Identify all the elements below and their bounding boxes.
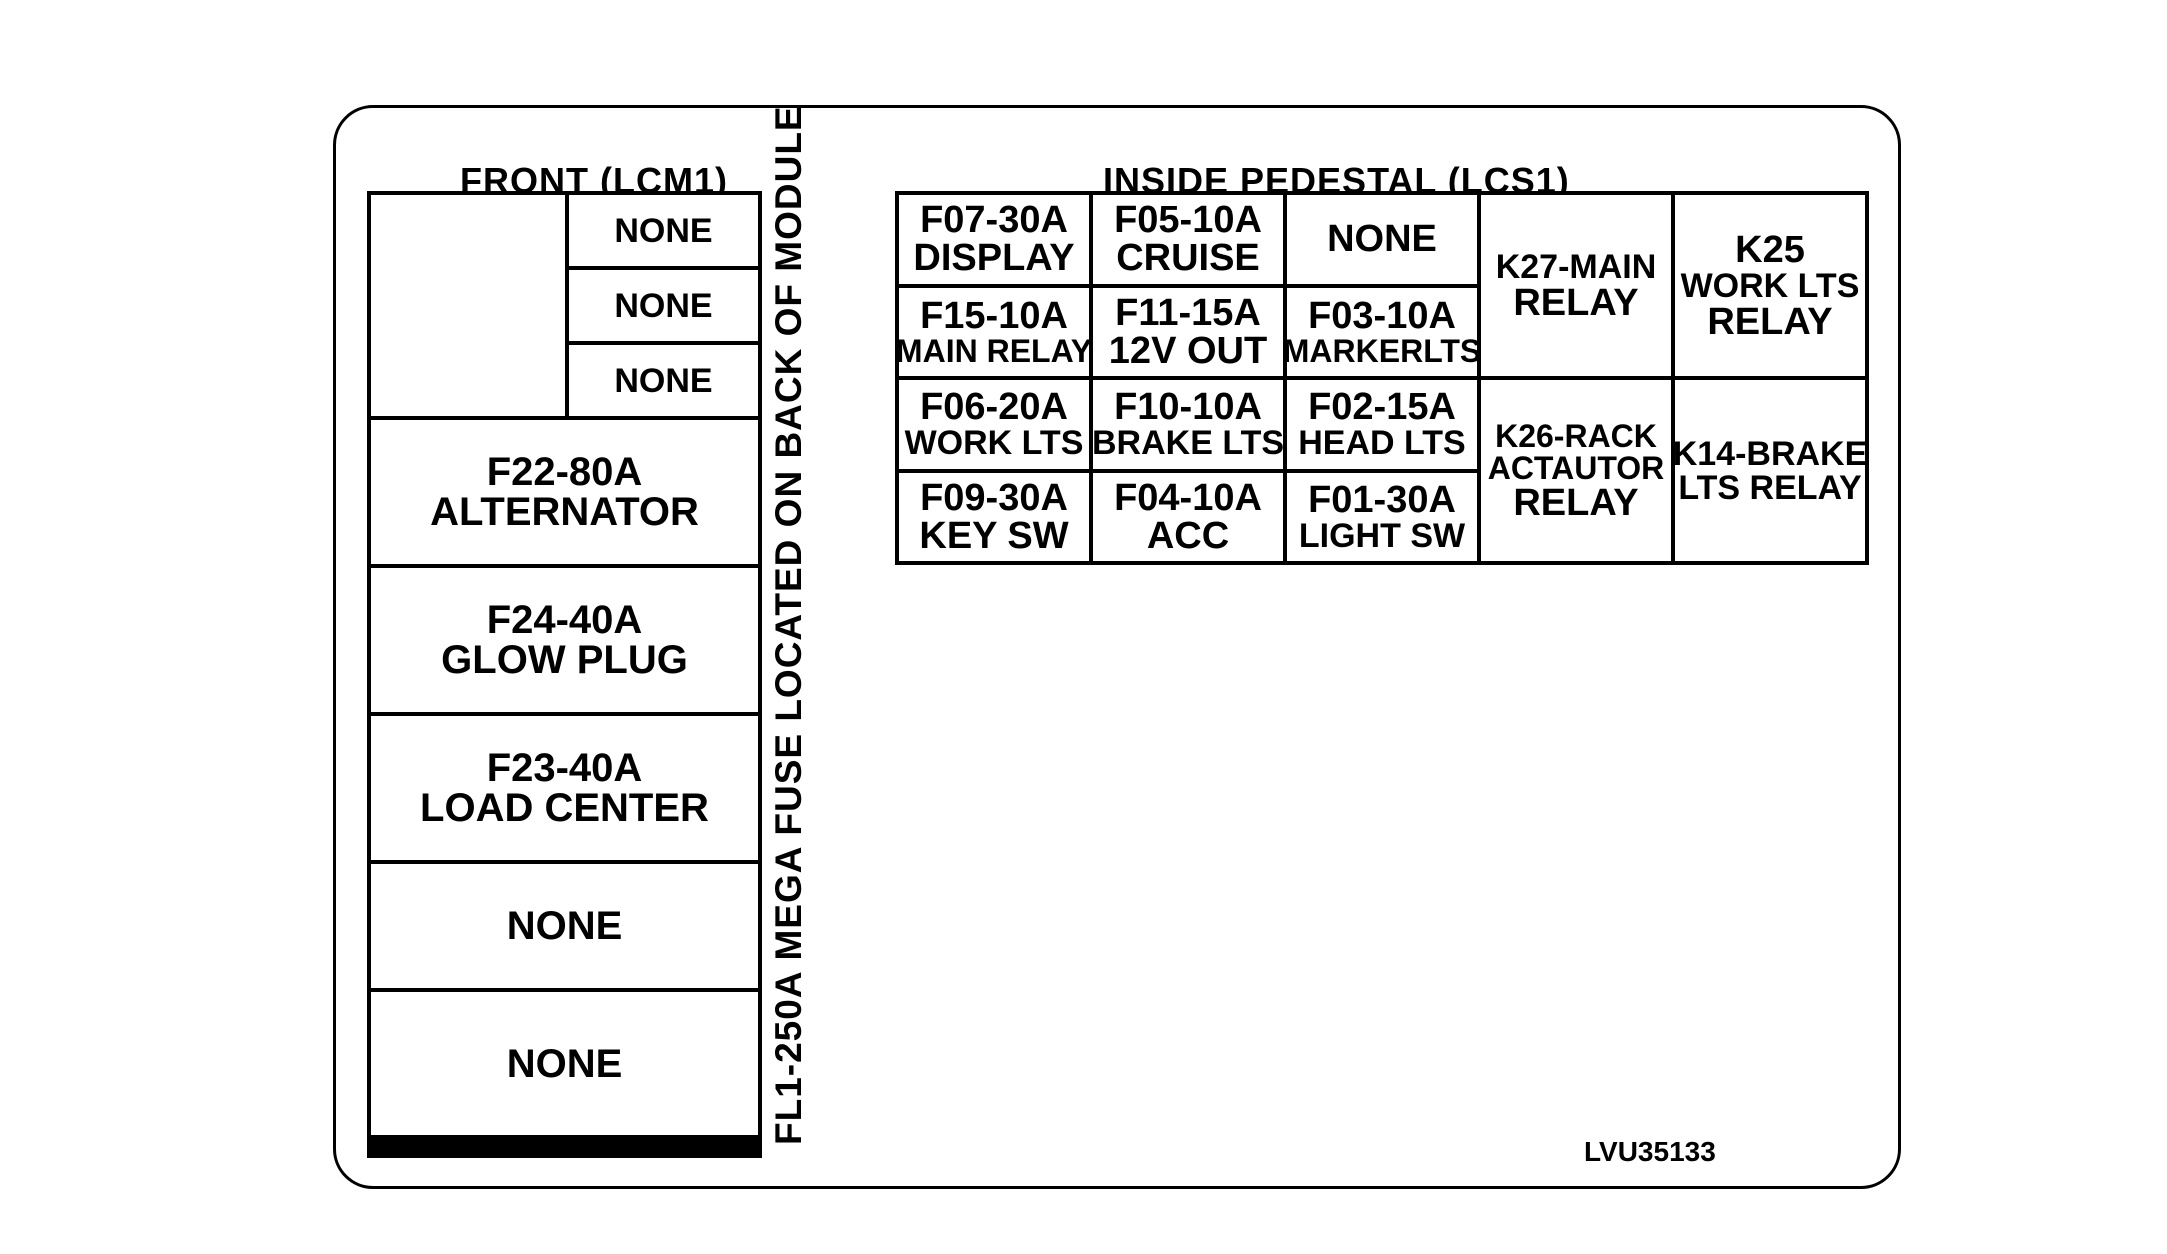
front-fuse-grid: NONE NONE NONE F22-80A ALTERNATOR F24-40… (367, 191, 762, 1158)
front-fuse-f24: F24-40A GLOW PLUG (371, 568, 758, 712)
front-fuse-f22: F22-80A ALTERNATOR (371, 420, 758, 564)
mega-fuse-note: FL1-250A MEGA FUSE LOCATED ON BACK OF MO… (768, 105, 809, 1145)
front-small-slot-2: NONE (569, 270, 758, 341)
front-empty-slot-2: NONE (371, 992, 758, 1135)
relay-k26: K26-RACK ACTAUTOR RELAY (1481, 380, 1671, 561)
part-number: LVU35133 (1584, 1136, 1716, 1167)
front-blank-slot (371, 195, 565, 416)
relay-k14: K14-BRAKE LTS RELAY (1675, 380, 1865, 561)
pedestal-empty-slot: NONE (1287, 195, 1477, 284)
fuse-label-card (333, 105, 1901, 1189)
relay-k27: K27-MAIN RELAY (1481, 195, 1671, 376)
front-fuse-f23: F23-40A LOAD CENTER (371, 716, 758, 860)
front-small-slot-3: NONE (569, 345, 758, 416)
front-empty-slot-1: NONE (371, 864, 758, 988)
relay-k25: K25 WORK LTS RELAY (1675, 195, 1865, 376)
front-small-slot-1: NONE (569, 195, 758, 266)
